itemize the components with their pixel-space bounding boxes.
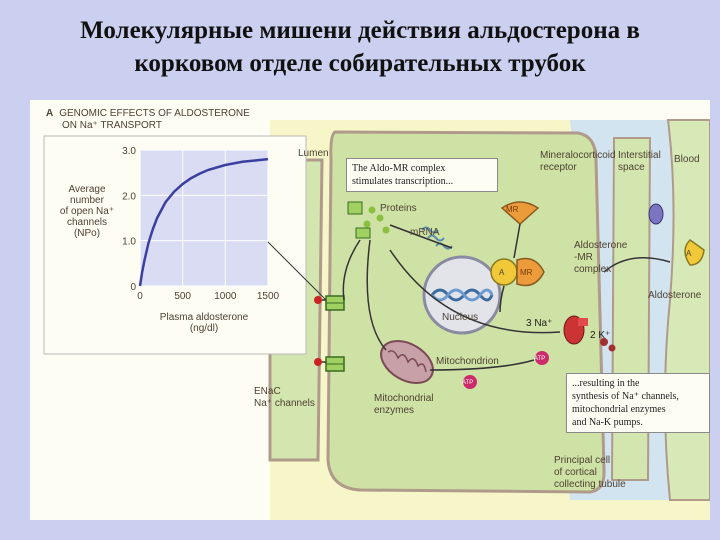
mrna-label: mRNA bbox=[410, 227, 439, 238]
mitochondrion-label: Mitochondrion bbox=[436, 356, 499, 367]
x-tick-label: 0 bbox=[137, 291, 143, 302]
mito-enzymes-label-line: enzymes bbox=[374, 405, 433, 417]
mito-enzymes-label: Mitochondrial enzymes bbox=[374, 393, 433, 417]
aldosterone-a-text: A bbox=[686, 248, 691, 259]
principal-cell-label: Principal cell of cortical collecting tu… bbox=[554, 455, 626, 491]
principal-label-line: collecting tubule bbox=[554, 479, 626, 491]
result-callout: ...resulting in the synthesis of Na⁺ cha… bbox=[566, 373, 710, 433]
enac-label: ENaC Na⁺ channels bbox=[254, 386, 315, 410]
x-tick-label: 1500 bbox=[257, 291, 280, 302]
na-ion-lower bbox=[314, 358, 322, 366]
atp-label: ATP bbox=[534, 354, 545, 365]
aldosterone-label: Aldosterone bbox=[648, 290, 701, 301]
callout-line: The Aldo-MR complex bbox=[352, 162, 492, 175]
slide-title: Молекулярные мишени действия альдостерон… bbox=[0, 14, 720, 80]
result-line: synthesis of Na⁺ channels, bbox=[572, 390, 704, 403]
result-line: and Na-K pumps. bbox=[572, 416, 704, 429]
panel-letter: A bbox=[46, 108, 53, 119]
y-tick-label: 1.0 bbox=[122, 237, 136, 248]
result-line: ...resulting in the bbox=[572, 377, 704, 390]
y-tick-label: 0 bbox=[130, 282, 136, 293]
ylabel-line: number bbox=[56, 195, 118, 206]
xlabel-line: Plasma aldosterone bbox=[144, 312, 264, 323]
slide-title-line-2: корковом отделе собирательных трубок bbox=[0, 47, 720, 80]
chart-xlabel: Plasma aldosterone (ng/dl) bbox=[144, 312, 264, 334]
aldo-mr-callout: The Aldo-MR complex stimulates transcrip… bbox=[346, 158, 498, 192]
na-ion-upper bbox=[314, 296, 322, 304]
enac-label-line: ENaC bbox=[254, 386, 315, 398]
y-tick-label: 2.0 bbox=[122, 191, 136, 202]
ylabel-line: channels bbox=[56, 217, 118, 228]
x-tick-label: 500 bbox=[174, 291, 191, 302]
interstitial-label-line: space bbox=[618, 162, 661, 174]
blood-label: Blood bbox=[674, 154, 700, 165]
x-tick-label: 1000 bbox=[214, 291, 237, 302]
mr-receptor-label-line: receptor bbox=[540, 162, 616, 174]
k-ions-label: 2 K⁺ bbox=[590, 330, 610, 341]
chart-heading: A GENOMIC EFFECTS OF ALDOSTERONE ON Na⁺ T… bbox=[46, 108, 250, 132]
figure-panel: 0 500 1000 1500 0 1.0 2.0 3.0 A GENOMIC EFFECTS… bbox=[30, 100, 710, 520]
result-line: mitochondrial enzymes bbox=[572, 403, 704, 416]
interstitial-label: Interstitial space bbox=[618, 150, 661, 174]
interstitial-label-line: Interstitial bbox=[618, 150, 661, 162]
blood-vessel bbox=[665, 120, 710, 500]
mito-enzymes-label-line: Mitochondrial bbox=[374, 393, 433, 405]
mr-receptor-label: Mineralocorticoid receptor bbox=[540, 150, 616, 174]
chart-heading-line-2: ON Na⁺ TRANSPORT bbox=[46, 120, 250, 132]
atp-label: ATP bbox=[462, 378, 473, 389]
blood-particle bbox=[649, 204, 663, 224]
principal-label-line: of cortical bbox=[554, 467, 626, 479]
na-ions-label: 3 Na⁺ bbox=[526, 318, 552, 329]
lumen-label: Lumen bbox=[298, 148, 329, 159]
slide-title-line-1: Молекулярные мишени действия альдостерон… bbox=[0, 14, 720, 47]
proteins-label: Proteins bbox=[380, 203, 417, 214]
ylabel-line: of open Na⁺ bbox=[56, 206, 118, 217]
y-tick-label: 3.0 bbox=[122, 146, 136, 157]
complex-label-line: -MR bbox=[574, 252, 627, 264]
nucleus-label: Nucleus bbox=[442, 312, 478, 323]
principal-label-line: Principal cell bbox=[554, 455, 626, 467]
aldo-mr-complex-label: Aldosterone -MR complex bbox=[574, 240, 627, 276]
complex-label-line: complex bbox=[574, 264, 627, 276]
complex-a-text: A bbox=[499, 267, 504, 278]
mr-receptor-text: MR bbox=[506, 204, 518, 215]
complex-mr-text: MR bbox=[520, 267, 532, 278]
enac-label-line: Na⁺ channels bbox=[254, 398, 315, 410]
callout-line: stimulates transcription... bbox=[352, 175, 492, 188]
xlabel-line: (ng/dl) bbox=[144, 323, 264, 334]
enac-channel-lower bbox=[326, 357, 344, 371]
chart-ylabel: Average number of open Na⁺ channels (NPo… bbox=[56, 184, 118, 239]
complex-label-line: Aldosterone bbox=[574, 240, 627, 252]
enac-channel-upper bbox=[326, 296, 344, 310]
chart-heading-line-1: GENOMIC EFFECTS OF ALDOSTERONE bbox=[59, 108, 250, 119]
ylabel-line: Average bbox=[56, 184, 118, 195]
ylabel-line: (NPo) bbox=[56, 228, 118, 239]
mr-receptor-label-line: Mineralocorticoid bbox=[540, 150, 616, 162]
